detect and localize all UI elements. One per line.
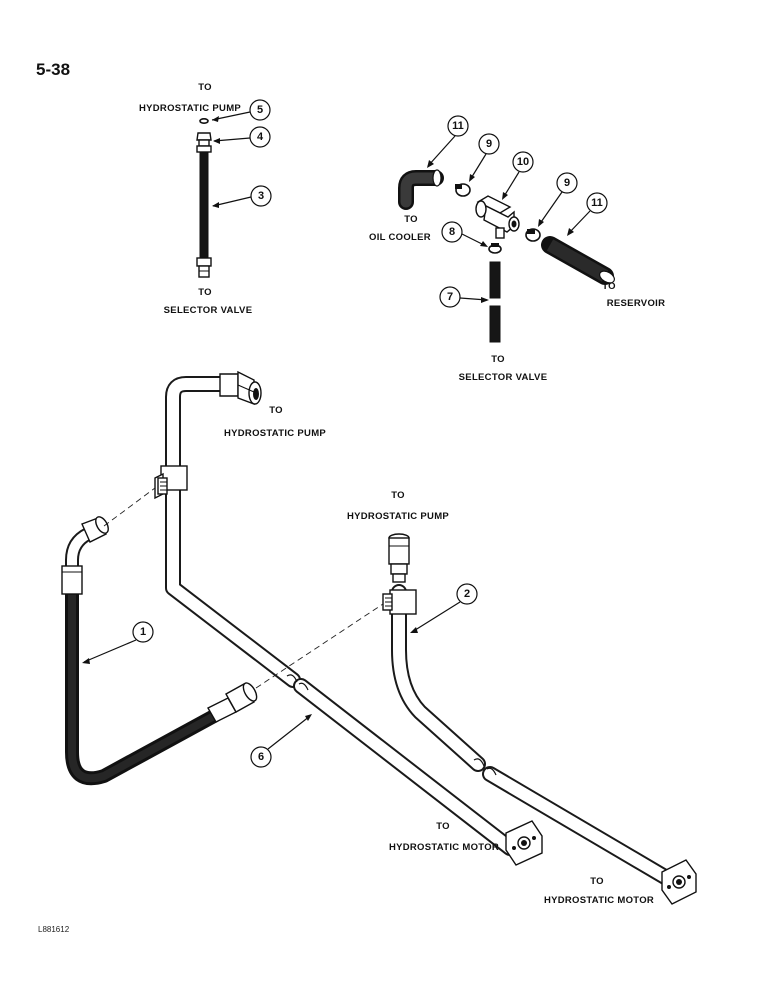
label-motor-a-to: TO: [436, 821, 450, 832]
callout-5: [249, 99, 271, 121]
right-flange-part: [661, 859, 697, 905]
callout-5-number: 5: [257, 104, 263, 116]
callout-2: [456, 583, 478, 605]
right-tee-fitting: [382, 589, 417, 615]
callout-9b: [556, 172, 578, 194]
callout-3-number: 3: [258, 190, 264, 202]
callout-6-number: 6: [258, 751, 264, 763]
assembly-line-upper: [103, 487, 156, 527]
callout-9a: [478, 133, 500, 155]
callout-6: [250, 746, 272, 768]
callout-11a: [447, 115, 469, 137]
callout-7: [439, 286, 461, 308]
label-motor-a: HYDROSTATIC MOTOR: [389, 842, 499, 853]
callout-11a-number: 11: [452, 120, 464, 132]
short-hose-part: [489, 261, 501, 299]
label-pump-b: HYDROSTATIC PUMP: [347, 511, 449, 522]
callout-2-number: 2: [464, 588, 470, 600]
callout-3: [250, 185, 272, 207]
right-tube-part: [391, 584, 486, 772]
right-top-fitting: [388, 533, 410, 583]
label-motor-b: HYDROSTATIC MOTOR: [544, 895, 654, 906]
callout-11b: [586, 192, 608, 214]
label-reservoir: RESERVOIR: [607, 298, 666, 309]
left-tee-fitting: [154, 465, 188, 500]
callout-1: [132, 621, 154, 643]
hose-part: [196, 145, 212, 153]
label-reservoir-to: TO: [602, 281, 616, 292]
callout-9b-number: 9: [564, 177, 570, 189]
o-ring-part: [199, 118, 209, 125]
label-pump-a: HYDROSTATIC PUMP: [224, 428, 326, 439]
top-pipe-fitting: [219, 370, 262, 406]
label-top-selector-to: TO: [198, 287, 212, 298]
callout-9a-number: 9: [486, 138, 492, 150]
tee-fitting-part: [475, 195, 520, 239]
adapter-part: [196, 132, 212, 141]
label-top-selector-valve: SELECTOR VALVE: [164, 305, 253, 316]
top-right-assembly: TO OIL COOLER TO SELECTOR VALVE TO: [369, 115, 666, 383]
assembly-line-lower: [255, 603, 384, 689]
callout-10: [512, 151, 534, 173]
label-mid-selector-to: TO: [491, 354, 505, 365]
label-mid-selector-valve: SELECTOR VALVE: [459, 372, 548, 383]
label-pump-a-to: TO: [269, 405, 283, 416]
image-code: L881612: [38, 925, 70, 934]
label-top-to: TO: [198, 82, 212, 93]
callout-11b-number: 11: [591, 197, 603, 209]
callout-4: [249, 126, 271, 148]
callout-8-number: 8: [449, 226, 455, 238]
page-number: 5-38: [36, 60, 70, 79]
label-oil-cooler: OIL COOLER: [369, 232, 431, 243]
left-flange-part: [505, 820, 543, 866]
label-top-hydrostatic-pump: HYDROSTATIC PUMP: [139, 103, 241, 114]
callout-10-number: 10: [517, 156, 529, 168]
main-assembly: TO HYDROSTATIC PUMP TO HYDROSTATIC PUMP …: [61, 370, 697, 906]
callout-7-number: 7: [447, 291, 453, 303]
callout-4-number: 4: [257, 131, 264, 143]
label-pump-b-to: TO: [391, 490, 405, 501]
callout-8: [441, 221, 463, 243]
top-left-assembly: TO HYDROSTATIC PUMP TO SELECTOR VALVE 5 …: [139, 82, 272, 316]
label-motor-b-to: TO: [590, 876, 604, 887]
callout-1-number: 1: [140, 626, 146, 638]
label-oil-cooler-to: TO: [404, 214, 418, 225]
main-hose-part: [61, 516, 258, 786]
